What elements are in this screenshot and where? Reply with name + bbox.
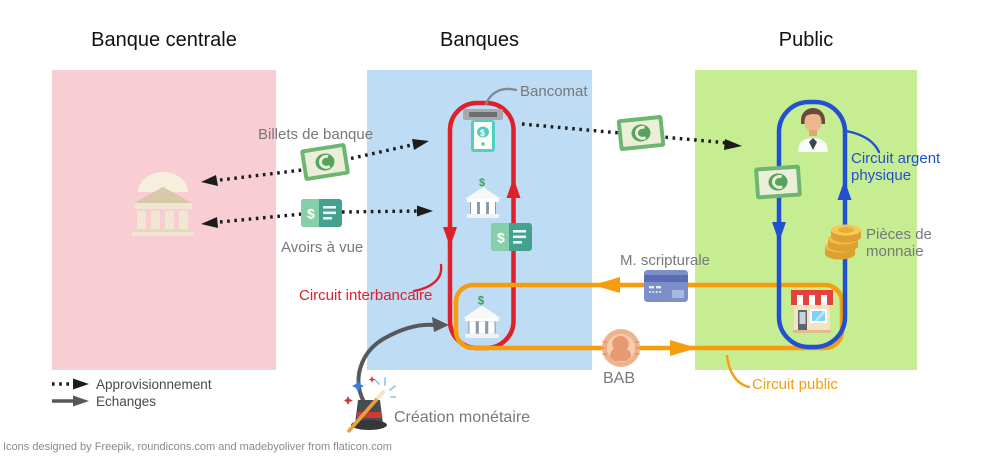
bancomat-connector (484, 87, 518, 106)
label-pieces-de-monnaie: Pièces de monnaie (866, 226, 932, 260)
legend-label-echanges: Echanges (96, 394, 157, 409)
storefront-icon (791, 290, 833, 333)
public-label-connector (725, 354, 751, 389)
red-up-arrow (506, 178, 521, 198)
bank-icon: $ (463, 295, 501, 338)
central-bank-building-icon (132, 172, 194, 236)
bancomat-atm-icon: $ (463, 109, 503, 152)
coin-face-icon (602, 329, 640, 367)
label-circuit-public: Circuit public (752, 376, 838, 393)
dotted-arrowhead (412, 139, 429, 150)
dotted-arrowhead (201, 175, 218, 186)
check-icon: $ (491, 223, 532, 251)
label-m-scripturale: M. scripturale (620, 252, 711, 269)
legend-solid-arrowhead (73, 395, 89, 407)
header-banque-centrale: Banque centrale (91, 29, 237, 51)
dotted-arrowhead (724, 139, 742, 150)
blue-down-arrow (772, 222, 786, 242)
blue-up-arrow (837, 180, 852, 200)
legend-dotted-arrowhead (73, 378, 89, 390)
dotted-line-banknotes-left (219, 167, 311, 182)
monetary-creation-arrowhead (432, 317, 449, 332)
dotted-line-banknotes-right (343, 142, 417, 162)
red-down-arrow (443, 227, 457, 247)
svg-text:$: $ (307, 206, 315, 222)
header-public: Public (778, 29, 834, 51)
svg-text:$: $ (480, 128, 485, 138)
dotted-arrowhead (417, 205, 433, 217)
bank-icon: $ (465, 177, 501, 218)
person-icon (798, 108, 828, 152)
central-bank-region (52, 70, 276, 370)
header-banques: Banques (440, 29, 519, 51)
orange-left-arrow (593, 277, 620, 293)
credit-card-icon (644, 270, 688, 302)
label-creation-monetaire: Création monétaire (394, 409, 531, 426)
banknote-icon (754, 164, 802, 200)
orange-right-arrow (670, 340, 697, 356)
banknote-icon (616, 114, 666, 152)
footer-credit: Icons designed by Freepik, roundicons.co… (3, 441, 392, 453)
banknote-icon (300, 143, 350, 181)
dotted-line-sight-deposits-left (219, 212, 303, 224)
label-billets-de-banque: Billets de banque (258, 126, 374, 143)
svg-text:$: $ (479, 177, 485, 189)
legend-label-approvisionnement: Approvisionnement (96, 377, 212, 392)
physical-label-connector (844, 129, 881, 154)
svg-text:$: $ (497, 230, 505, 246)
label-bancomat: Bancomat (520, 83, 588, 100)
label-circuit-interbancaire: Circuit interbancaire (299, 287, 433, 304)
dotted-arrowhead (201, 217, 218, 228)
interbank-label-connector (412, 263, 443, 293)
dotted-line-sight-deposits-right (341, 209, 420, 214)
check-icon: $ (301, 199, 342, 227)
magic-hat-icon (344, 376, 396, 434)
label-circuit-argent-physique: Circuit argent physique (851, 150, 941, 184)
label-bab: BAB (603, 370, 636, 387)
coin-stack-icon (825, 224, 861, 260)
svg-text:$: $ (478, 295, 485, 307)
label-avoirs-a-vue: Avoirs à vue (281, 239, 364, 256)
